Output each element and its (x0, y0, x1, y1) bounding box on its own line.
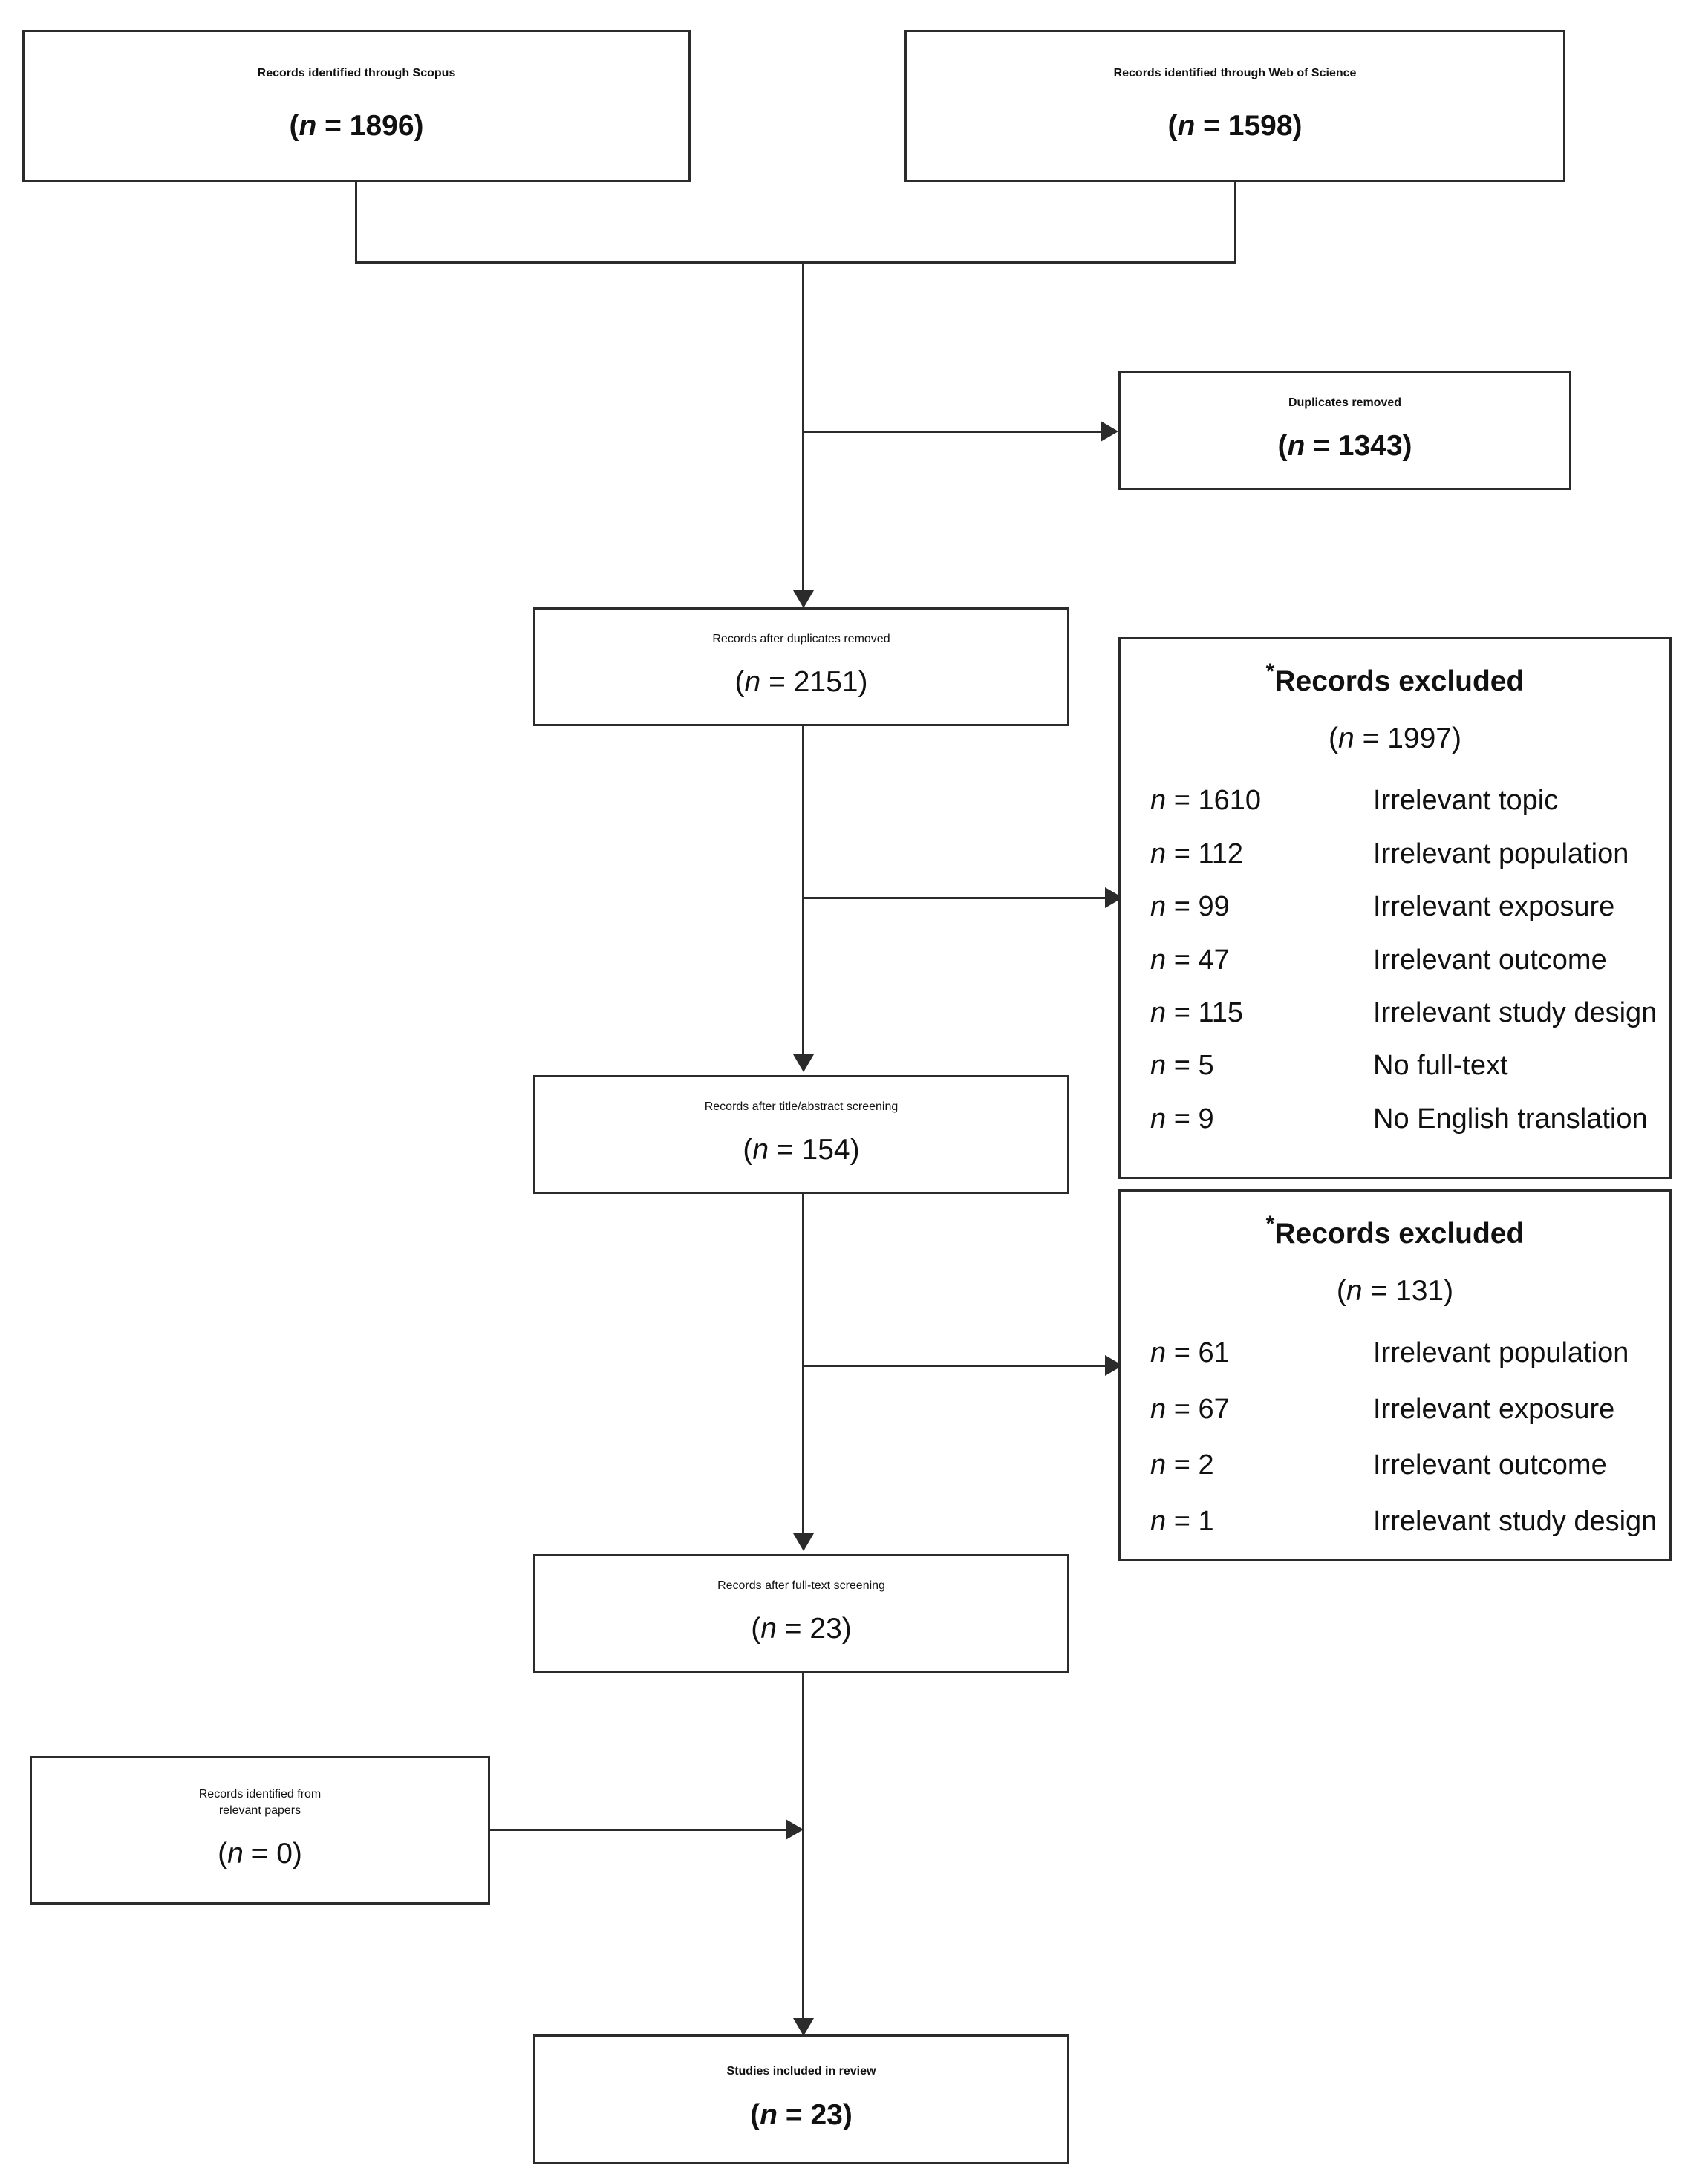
connector-after-duplicates-down (802, 726, 804, 1064)
excluded-reason-label: Irrelevant outcome (1373, 944, 1607, 976)
excluded-reason-count: n = 1610 (1150, 785, 1261, 817)
connector-merge-down (802, 261, 804, 599)
excluded-reason-label: Irrelevant study design (1373, 1505, 1658, 1537)
box-records-excluded-2-count: (n = 131) (1336, 1274, 1454, 1307)
excluded-reason-count: n = 67 (1150, 1393, 1230, 1425)
excluded-reason-label: Irrelevant outcome (1373, 1449, 1607, 1481)
box-records-excluded-2-heading: *Records excluded (1265, 1212, 1525, 1250)
excluded-reason-label: No English translation (1373, 1103, 1648, 1135)
arrowhead-relevant-papers-to-spine (786, 1819, 804, 1840)
excluded-reason-row: n = 9 No English translation (1121, 1101, 1669, 1138)
box-records-from-relevant-papers-count: (n = 0) (218, 1838, 302, 1870)
box-records-excluded-1: *Records excluded (n = 1997) n = 1610 Ir… (1118, 637, 1672, 1179)
excluded-reason-label: Irrelevant topic (1373, 785, 1559, 817)
footnote-star-1: * (1265, 659, 1275, 684)
excluded-reason-row: n = 67 Irrelevant exposure (1121, 1391, 1669, 1428)
box-studies-included-in-review-count: (n = 23) (750, 2098, 853, 2131)
connector-merge-horizontal (355, 261, 1236, 264)
arrowhead-to-title-abstract (793, 1054, 814, 1072)
box-records-from-relevant-papers: Records identified from relevant papers … (30, 1756, 490, 1905)
connector-to-duplicates-removed (802, 431, 1102, 433)
excluded-reason-label: Irrelevant exposure (1373, 1393, 1615, 1425)
excluded-reason-row: n = 61 Irrelevant population (1121, 1335, 1669, 1371)
box-duplicates-removed: Duplicates removed (n = 1343) (1118, 371, 1571, 490)
box-records-after-duplicates-removed-count: (n = 2151) (734, 666, 868, 699)
box-records-excluded-2: *Records excluded (n = 131) n = 61 Irrel… (1118, 1189, 1672, 1561)
excluded-reason-count: n = 112 (1150, 838, 1244, 869)
box-records-after-title-abstract-screening-count: (n = 154) (743, 1134, 860, 1166)
box-records-from-relevant-papers-title-2: relevant papers (218, 1804, 301, 1817)
box-studies-included-in-review-title: Studies included in review (726, 2065, 876, 2078)
box-duplicates-removed-count: (n = 1343) (1277, 430, 1412, 463)
box-records-after-title-abstract-screening-title: Records after title/abstract screening (704, 1100, 899, 1113)
box-records-web-of-science: Records identified through Web of Scienc… (904, 30, 1565, 182)
excluded-reason-row: n = 115 Irrelevant study design (1121, 995, 1669, 1031)
excluded-reason-label: Irrelevant population (1373, 838, 1629, 869)
excluded-reason-row: n = 112 Irrelevant population (1121, 836, 1669, 872)
excluded-reason-count: n = 9 (1150, 1103, 1214, 1135)
box-records-after-fulltext-screening: Records after full-text screening (n = 2… (533, 1554, 1069, 1673)
connector-scopus-down (355, 182, 357, 264)
excluded-reason-count: n = 2 (1150, 1449, 1214, 1481)
box-records-scopus-count: (n = 1896) (289, 109, 424, 142)
excluded-reason-label: No full-text (1373, 1050, 1508, 1082)
box-records-after-fulltext-screening-title: Records after full-text screening (717, 1579, 885, 1592)
box-records-after-duplicates-removed-title: Records after duplicates removed (712, 632, 890, 645)
box-records-web-of-science-title: Records identified through Web of Scienc… (1113, 67, 1357, 80)
connector-to-excluded-1 (802, 897, 1106, 899)
arrowhead-to-fulltext (793, 1533, 814, 1551)
box-records-scopus: Records identified through Scopus (n = 1… (22, 30, 691, 182)
box-records-after-title-abstract-screening: Records after title/abstract screening (… (533, 1075, 1069, 1194)
excluded-reason-row: n = 99 Irrelevant exposure (1121, 889, 1669, 925)
footnote-star-2: * (1265, 1212, 1275, 1236)
box-duplicates-removed-title: Duplicates removed (1288, 396, 1402, 409)
excluded-reason-count: n = 47 (1150, 944, 1230, 976)
box-records-excluded-1-heading: *Records excluded (1265, 659, 1525, 697)
box-records-excluded-1-rows: n = 1610 Irrelevant topic n = 112 Irrele… (1121, 783, 1669, 1138)
box-records-from-relevant-papers-title-1: Records identified from (198, 1788, 322, 1801)
box-studies-included-in-review: Studies included in review (n = 23) (533, 2034, 1069, 2164)
excluded-reason-count: n = 61 (1150, 1337, 1230, 1369)
connector-to-excluded-2 (802, 1365, 1106, 1367)
arrowhead-to-duplicates-removed (1101, 421, 1118, 442)
box-records-scopus-title: Records identified through Scopus (257, 67, 456, 80)
connector-fulltext-down (802, 1673, 804, 2027)
excluded-reason-count: n = 115 (1150, 996, 1244, 1028)
excluded-reason-label: Irrelevant study design (1373, 996, 1658, 1028)
excluded-reason-label: Irrelevant population (1373, 1337, 1629, 1369)
connector-relevant-papers-to-spine (490, 1829, 790, 1831)
excluded-reason-row: n = 1 Irrelevant study design (1121, 1504, 1669, 1540)
excluded-reason-row: n = 1610 Irrelevant topic (1121, 783, 1669, 819)
arrowhead-to-after-duplicates (793, 590, 814, 608)
box-records-excluded-1-count: (n = 1997) (1329, 722, 1461, 754)
excluded-reason-count: n = 1 (1150, 1505, 1214, 1537)
box-records-web-of-science-count: (n = 1598) (1167, 109, 1303, 142)
excluded-reason-label: Irrelevant exposure (1373, 891, 1615, 923)
connector-after-title-abstract-down (802, 1194, 804, 1543)
box-records-after-fulltext-screening-count: (n = 23) (751, 1613, 852, 1645)
arrowhead-to-included (793, 2018, 814, 2036)
box-records-excluded-2-rows: n = 61 Irrelevant population n = 67 Irre… (1121, 1335, 1669, 1540)
excluded-reason-row: n = 5 No full-text (1121, 1048, 1669, 1084)
excluded-reason-row: n = 47 Irrelevant outcome (1121, 942, 1669, 979)
excluded-reason-row: n = 2 Irrelevant outcome (1121, 1447, 1669, 1484)
excluded-reason-count: n = 5 (1150, 1050, 1214, 1082)
connector-wos-down (1234, 182, 1236, 264)
box-records-after-duplicates-removed: Records after duplicates removed (n = 21… (533, 607, 1069, 726)
excluded-reason-count: n = 99 (1150, 891, 1230, 923)
